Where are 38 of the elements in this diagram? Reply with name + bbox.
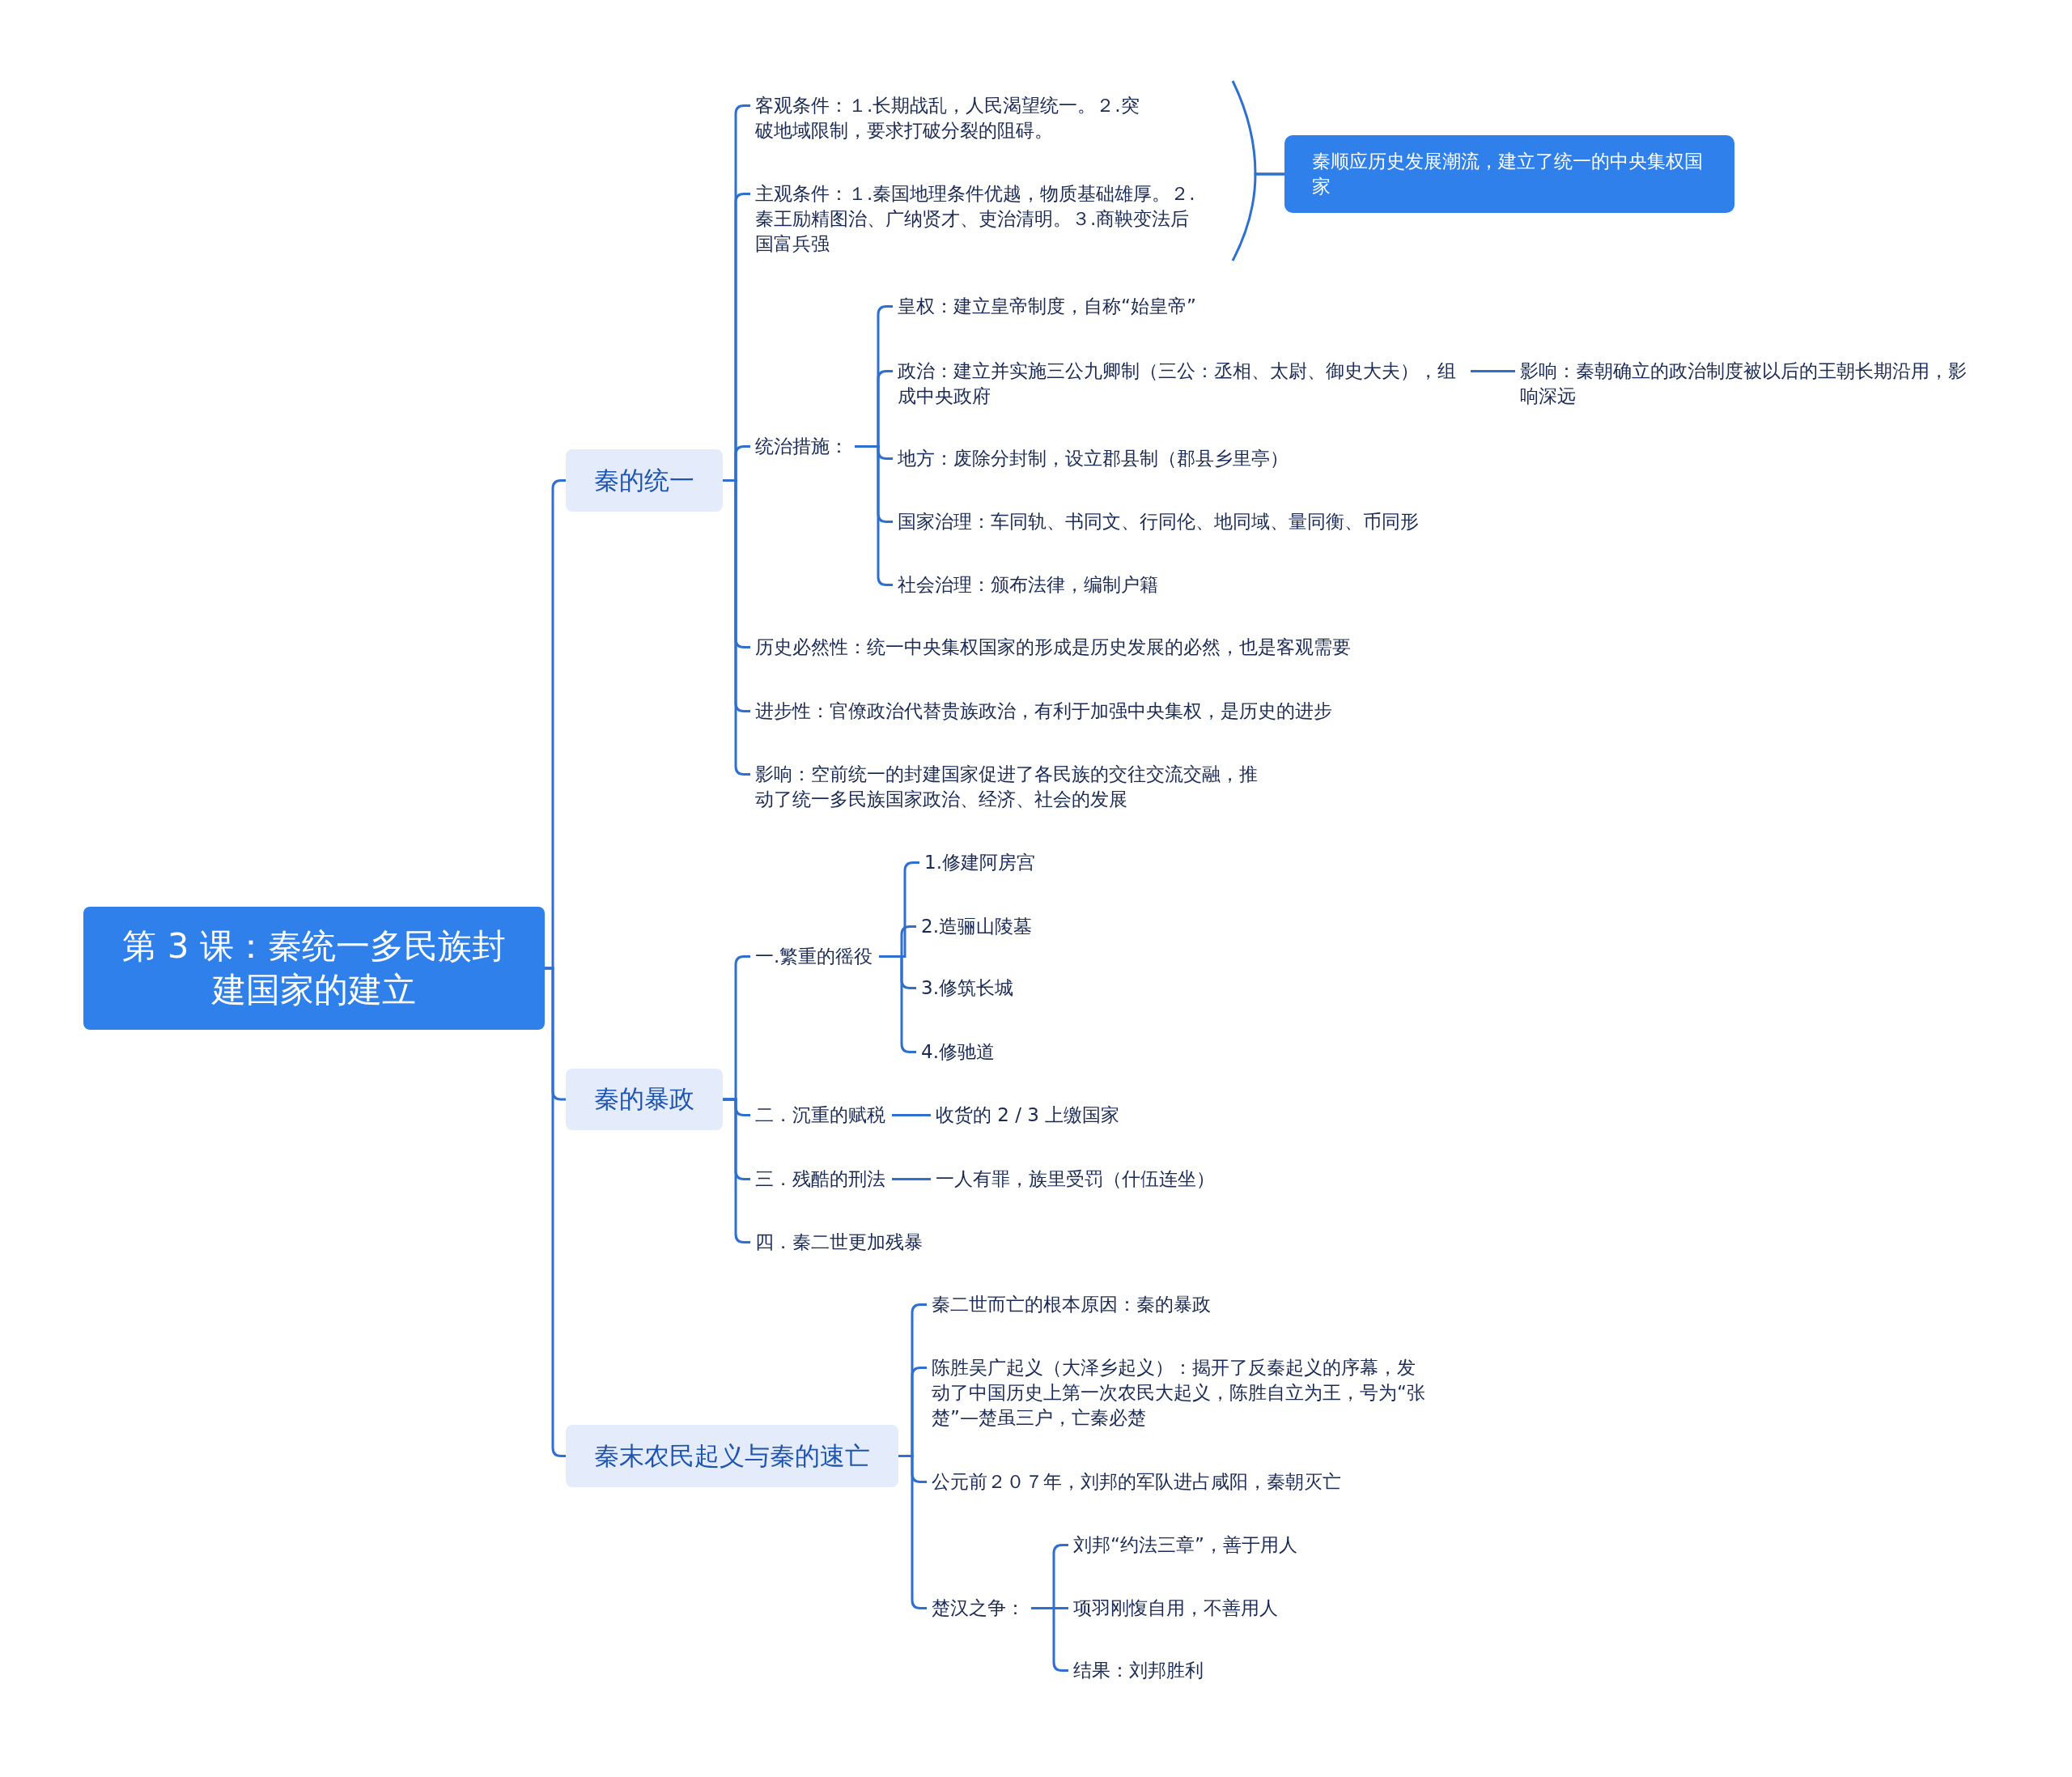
connector-line xyxy=(892,1114,931,1116)
central-topic-box: 第 3 课：秦统一多民族封建国家的建立 xyxy=(83,907,545,1030)
topic-text: 影响：秦朝确立的政治制度被以后的王朝长期沿用，影响深远 xyxy=(1520,359,1981,409)
topic-text: 秦二世而亡的根本原因：秦的暴政 xyxy=(932,1292,1211,1317)
topic-text: 收货的 2 / 3 上缴国家 xyxy=(936,1103,1120,1128)
topic-text: 一人有罪，族里受罚（什伍连坐） xyxy=(936,1167,1215,1192)
topic-text: 二．沉重的赋税 xyxy=(755,1103,885,1128)
topic-text: 社会治理：颁布法律，编制户籍 xyxy=(898,572,1158,597)
topic-text: 地方：废除分封制，设立郡县制（郡县乡里亭） xyxy=(898,446,1289,471)
topic-text: 三．残酷的刑法 xyxy=(755,1167,885,1192)
topic-text: 陈胜吴广起义（大泽乡起义）：揭开了反秦起义的序幕，发动了中国历史上第一次农民大起义，陈胜自立为王，号为“张楚”—楚虽三户，亡秦必楚 xyxy=(932,1355,1433,1431)
topic-text: 主观条件：１.秦国地理条件优越，物质基础雄厚。２.秦王励精图治、广纳贤才、吏治清明。３.商鞅变法后国富兵强 xyxy=(755,181,1200,257)
topic-text: 影响：空前统一的封建国家促进了各民族的交往交流交融，推动了统一多民族国家政治、经济、社会的发展 xyxy=(755,762,1273,812)
topic-text: 进步性：官僚政治代替贵族政治，有利于加强中央集权，是历史的进步 xyxy=(755,699,1332,724)
topic-text: 1.修建阿房宫 xyxy=(924,850,1035,875)
topic-text: 公元前２０７年，刘邦的军队进占咸阳，秦朝灭亡 xyxy=(932,1469,1341,1494)
branch-topic-box: 秦的暴政 xyxy=(566,1069,723,1130)
topic-text: 一.繁重的徭役 xyxy=(755,944,873,969)
topic-text: 2.造骊山陵墓 xyxy=(921,914,1032,939)
topic-text: 统治措施： xyxy=(755,434,848,459)
branch-topic-box: 秦末农民起义与秦的速亡 xyxy=(566,1425,898,1487)
topic-text: 历史必然性：统一中央集权国家的形成是历史发展的必然，也是客观需要 xyxy=(755,635,1351,660)
topic-text: 政治：建立并实施三公九卿制（三公：丞相、太尉、御史大夫），组成中央政府 xyxy=(898,359,1464,409)
branch-topic-box: 秦的统一 xyxy=(566,449,723,512)
topic-text: 3.修筑长城 xyxy=(921,976,1013,1001)
topic-text: 客观条件：１.长期战乱，人民渴望统一。２.突破地域限制，要求打破分裂的阻碍。 xyxy=(755,93,1152,143)
topic-text: 四．秦二世更加残暴 xyxy=(755,1230,923,1255)
connector-line xyxy=(1471,370,1515,372)
topic-text: 4.修驰道 xyxy=(921,1039,995,1065)
topic-text: 项羽刚愎自用，不善用人 xyxy=(1073,1596,1278,1621)
topic-text: 结果：刘邦胜利 xyxy=(1073,1658,1204,1683)
connector-line xyxy=(892,1178,931,1180)
topic-text: 楚汉之争： xyxy=(932,1596,1025,1621)
bracket-line xyxy=(1231,172,1284,261)
topic-text: 国家治理：车同轨、书同文、行同伦、地同域、量同衡、币同形 xyxy=(898,509,1419,534)
topic-text: 刘邦“约法三章”，善于用人 xyxy=(1073,1533,1297,1558)
summary-box: 秦顺应历史发展潮流，建立了统一的中央集权国家 xyxy=(1284,135,1734,213)
topic-text: 皇权：建立皇帝制度，自称“始皇帝” xyxy=(898,294,1196,319)
